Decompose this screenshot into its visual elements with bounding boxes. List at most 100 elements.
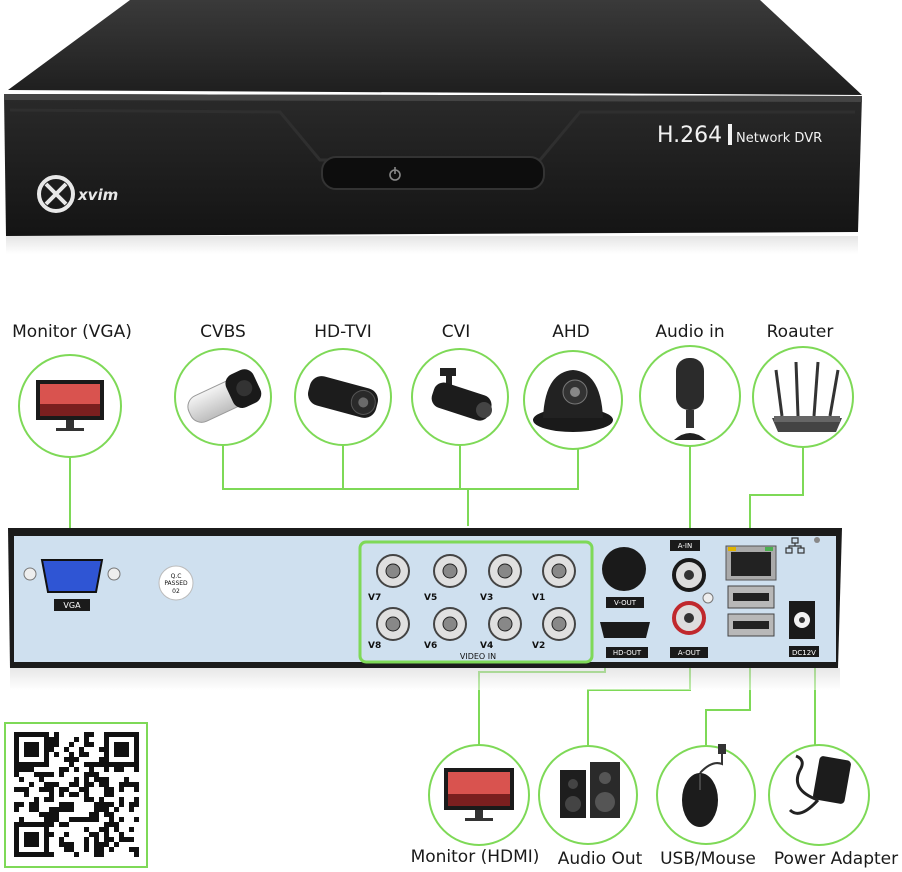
dc-power-jack[interactable] bbox=[789, 601, 815, 639]
qr-module bbox=[19, 822, 24, 827]
qr-module bbox=[74, 852, 79, 857]
qr-module bbox=[34, 732, 39, 737]
qr-module bbox=[109, 802, 114, 807]
hdmi-port[interactable] bbox=[600, 622, 650, 638]
label-audio-in: Audio in bbox=[655, 322, 725, 342]
qr-module bbox=[49, 737, 54, 742]
qr-module bbox=[134, 767, 139, 772]
qr-module bbox=[34, 807, 39, 812]
qr-module bbox=[114, 747, 119, 752]
qr-module bbox=[24, 842, 29, 847]
dvr-rear-panel: VGA Q.C PASSED 02 V7 V5 V3 V1 V8 V6 V bbox=[8, 528, 842, 690]
qr-module bbox=[104, 807, 109, 812]
qr-module bbox=[14, 802, 19, 807]
monitor-icon bbox=[36, 380, 104, 431]
qr-module bbox=[49, 787, 54, 792]
qr-module bbox=[134, 737, 139, 742]
label-hd-tvi: HD-TVI bbox=[314, 322, 372, 342]
label-router: Roauter bbox=[766, 322, 834, 342]
qr-module bbox=[49, 772, 54, 777]
qr-module bbox=[49, 792, 54, 797]
qr-module bbox=[14, 757, 19, 762]
qr-module bbox=[24, 792, 29, 797]
qr-module bbox=[119, 787, 124, 792]
qr-module bbox=[19, 767, 24, 772]
qr-module bbox=[129, 732, 134, 737]
qr-module bbox=[29, 822, 34, 827]
qr-module bbox=[74, 817, 79, 822]
qr-module bbox=[54, 737, 59, 742]
v-out-label: V-OUT bbox=[614, 599, 637, 607]
qr-module bbox=[94, 812, 99, 817]
qr-module bbox=[134, 762, 139, 767]
qr-module bbox=[104, 832, 109, 837]
qr-module bbox=[14, 837, 19, 842]
power-icon[interactable] bbox=[389, 167, 401, 181]
label-audio-out: Audio Out bbox=[557, 849, 643, 869]
a-out-label: A-OUT bbox=[678, 649, 701, 657]
bnc-connectors[interactable] bbox=[376, 554, 576, 641]
qr-module bbox=[84, 837, 89, 842]
usb-ports[interactable] bbox=[727, 585, 775, 637]
qr-module bbox=[14, 852, 19, 857]
qr-module bbox=[69, 847, 74, 852]
brand-logo-text: xvim bbox=[77, 186, 118, 204]
qr-module bbox=[99, 827, 104, 832]
qr-module bbox=[99, 762, 104, 767]
qr-module bbox=[134, 797, 139, 802]
qr-module bbox=[49, 742, 54, 747]
qr-module bbox=[104, 742, 109, 747]
qr-module bbox=[44, 742, 49, 747]
v-out-port[interactable] bbox=[602, 547, 646, 591]
qr-module bbox=[39, 772, 44, 777]
device-circle-hdtvi bbox=[294, 348, 392, 446]
svg-text:Q.C: Q.C bbox=[171, 573, 182, 580]
qr-module bbox=[44, 782, 49, 787]
a-in-label: A-IN bbox=[678, 542, 692, 550]
qr-module bbox=[134, 787, 139, 792]
qr-module bbox=[124, 782, 129, 787]
product-label: Network DVR bbox=[736, 131, 822, 146]
qr-module bbox=[54, 817, 59, 822]
qr-module bbox=[64, 807, 69, 812]
bullet-camera-icon bbox=[308, 376, 378, 418]
svg-text:PASSED: PASSED bbox=[164, 580, 188, 587]
qr-module bbox=[99, 782, 104, 787]
qr-module bbox=[39, 732, 44, 737]
qr-module bbox=[39, 812, 44, 817]
qr-module bbox=[89, 767, 94, 772]
qr-module bbox=[124, 742, 129, 747]
qr-module bbox=[114, 822, 119, 827]
svg-text:V7: V7 bbox=[368, 593, 381, 603]
qr-module bbox=[34, 842, 39, 847]
qr-module bbox=[29, 747, 34, 752]
qr-module bbox=[84, 762, 89, 767]
ethernet-port[interactable] bbox=[725, 545, 777, 581]
qr-module bbox=[129, 802, 134, 807]
power-adapter-icon bbox=[788, 754, 851, 815]
bullet-camera-icon bbox=[187, 369, 262, 423]
qr-module bbox=[84, 782, 89, 787]
qr-module bbox=[94, 802, 99, 807]
qr-module bbox=[44, 817, 49, 822]
qr-module bbox=[84, 742, 89, 747]
label-monitor-vga: Monitor (VGA) bbox=[12, 322, 132, 342]
qr-module bbox=[69, 792, 74, 797]
qr-module bbox=[84, 827, 89, 832]
qr-module bbox=[74, 777, 79, 782]
label-power-adapter: Power Adapter bbox=[773, 849, 899, 869]
audio-in-jack[interactable] bbox=[672, 558, 706, 592]
qr-module bbox=[44, 832, 49, 837]
qr-module bbox=[64, 802, 69, 807]
qr-module bbox=[54, 732, 59, 737]
qr-module bbox=[14, 752, 19, 757]
qr-module bbox=[14, 827, 19, 832]
qr-module bbox=[124, 762, 129, 767]
audio-out-jack[interactable] bbox=[672, 601, 706, 635]
vga-port[interactable] bbox=[23, 559, 121, 593]
qr-module bbox=[109, 847, 114, 852]
qr-module bbox=[74, 782, 79, 787]
qr-module bbox=[119, 817, 124, 822]
qr-module bbox=[39, 852, 44, 857]
qr-module bbox=[19, 802, 24, 807]
